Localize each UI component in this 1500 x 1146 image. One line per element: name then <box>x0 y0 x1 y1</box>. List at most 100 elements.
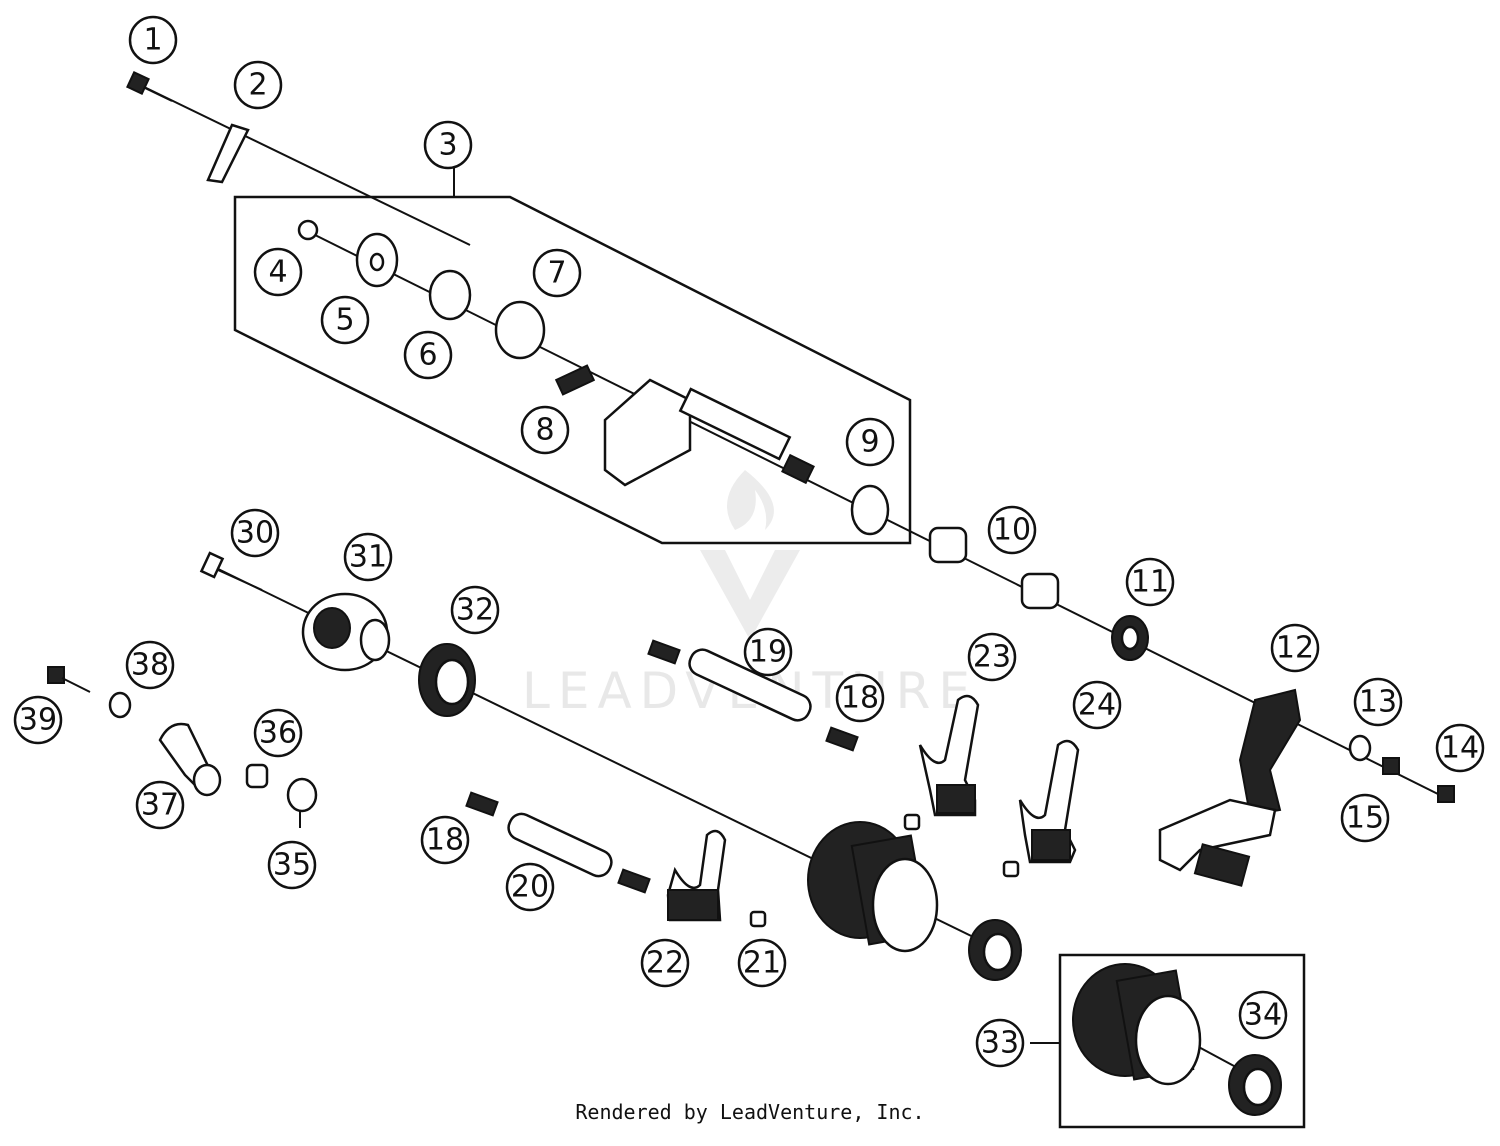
washer-part <box>850 484 890 536</box>
spring-part <box>554 364 596 396</box>
part-callout-21: 21 <box>737 938 787 988</box>
svg-text:15: 15 <box>1346 801 1384 836</box>
footer-credit: Rendered by LeadVenture, Inc. <box>575 1100 925 1124</box>
bolt-part <box>1437 785 1455 803</box>
spring-part <box>825 726 859 752</box>
shift-fork-part <box>1018 739 1080 864</box>
part-callout-10: 10 <box>987 505 1037 555</box>
part-callout-6: 6 <box>403 330 453 380</box>
shift-pedal-part <box>1158 688 1302 887</box>
svg-text:34: 34 <box>1244 998 1282 1033</box>
pin-part <box>903 813 921 831</box>
svg-text:22: 22 <box>646 946 684 981</box>
svg-text:20: 20 <box>511 870 549 905</box>
fork-shaft-part <box>507 812 613 878</box>
part-callout-11: 11 <box>1125 557 1175 607</box>
part-callout-35: 35 <box>267 840 317 890</box>
svg-text:6: 6 <box>418 338 437 373</box>
fork-shaft-part <box>688 648 812 722</box>
svg-text:39: 39 <box>19 703 57 738</box>
washer-part <box>108 691 132 719</box>
svg-text:11: 11 <box>1131 565 1169 600</box>
stopper-arm-part <box>158 722 222 797</box>
pin-part <box>749 910 767 928</box>
svg-text:8: 8 <box>535 413 554 448</box>
axis-line <box>139 84 471 246</box>
part-callout-34: 34 <box>1238 990 1288 1040</box>
part-callout-33: 33 <box>975 1018 1025 1068</box>
washer-part <box>1348 734 1372 762</box>
svg-text:10: 10 <box>993 513 1031 548</box>
spring-part <box>465 791 499 817</box>
shift-drum-part <box>1072 963 1202 1086</box>
part-callout-32: 32 <box>450 585 500 635</box>
part-callout-38: 38 <box>125 640 175 690</box>
svg-text:31: 31 <box>349 540 387 575</box>
svg-text:19: 19 <box>749 635 787 670</box>
svg-text:33: 33 <box>981 1026 1019 1061</box>
bushing-part <box>928 526 968 564</box>
part-callout-30: 30 <box>230 508 280 558</box>
part-callout-31: 31 <box>343 532 393 582</box>
svg-text:18: 18 <box>426 823 464 858</box>
plate-part <box>494 300 546 360</box>
nut-part <box>1382 757 1400 775</box>
bushing-part <box>1020 572 1060 610</box>
spring-part <box>617 868 651 894</box>
svg-text:3: 3 <box>438 128 457 163</box>
bolt-part <box>126 71 173 102</box>
part-callout-5: 5 <box>320 295 370 345</box>
svg-text:21: 21 <box>743 946 781 981</box>
svg-text:7: 7 <box>547 256 566 291</box>
svg-text:37: 37 <box>141 788 179 823</box>
part-callout-37: 37 <box>135 780 185 830</box>
part-callout-18: 18 <box>420 815 470 865</box>
svg-text:9: 9 <box>860 425 879 460</box>
svg-text:23: 23 <box>973 640 1011 675</box>
svg-text:5: 5 <box>335 303 354 338</box>
shift-fork-part <box>666 829 727 922</box>
part-callout-2: 2 <box>233 60 283 110</box>
part-callout-20: 20 <box>505 862 555 912</box>
svg-text:14: 14 <box>1441 731 1479 766</box>
svg-text:35: 35 <box>273 848 311 883</box>
svg-text:18: 18 <box>841 681 879 716</box>
part-callout-24: 24 <box>1072 680 1122 730</box>
svg-text:2: 2 <box>248 68 267 103</box>
shift-fork-part <box>918 694 980 817</box>
shift-shaft-assembly <box>603 378 815 487</box>
bolt-part <box>47 666 91 693</box>
part-callout-19: 19 <box>743 627 793 677</box>
part-callout-15: 15 <box>1340 793 1390 843</box>
svg-text:38: 38 <box>131 648 169 683</box>
bolt-part <box>199 551 263 591</box>
part-callout-36: 36 <box>253 708 303 758</box>
part-callout-14: 14 <box>1435 723 1485 773</box>
part-callout-7: 7 <box>532 248 582 298</box>
pin-part <box>1002 860 1020 878</box>
lever-part <box>206 123 250 184</box>
part-callout-8: 8 <box>520 405 570 455</box>
svg-text:1: 1 <box>143 23 162 58</box>
part-callout-12: 12 <box>1270 623 1320 673</box>
svg-text:36: 36 <box>259 716 297 751</box>
part-callout-39: 39 <box>13 695 63 745</box>
svg-text:32: 32 <box>456 593 494 628</box>
part-callout-22: 22 <box>640 938 690 988</box>
part-callout-3: 3 <box>423 120 473 170</box>
part-callout-4: 4 <box>253 247 303 297</box>
cam-part <box>301 592 391 672</box>
spring-part <box>647 639 681 665</box>
part-callout-1: 1 <box>128 15 178 65</box>
svg-text:24: 24 <box>1078 688 1116 723</box>
shift-drum-part <box>807 821 939 953</box>
part-callout-13: 13 <box>1353 677 1403 727</box>
stopper-part <box>428 269 472 321</box>
part-callout-18: 18 <box>835 673 885 723</box>
assembly-box <box>233 195 912 545</box>
clip-part <box>297 219 319 241</box>
svg-text:12: 12 <box>1276 631 1314 666</box>
part-callout-9: 9 <box>845 417 895 467</box>
roller-part <box>286 777 318 828</box>
